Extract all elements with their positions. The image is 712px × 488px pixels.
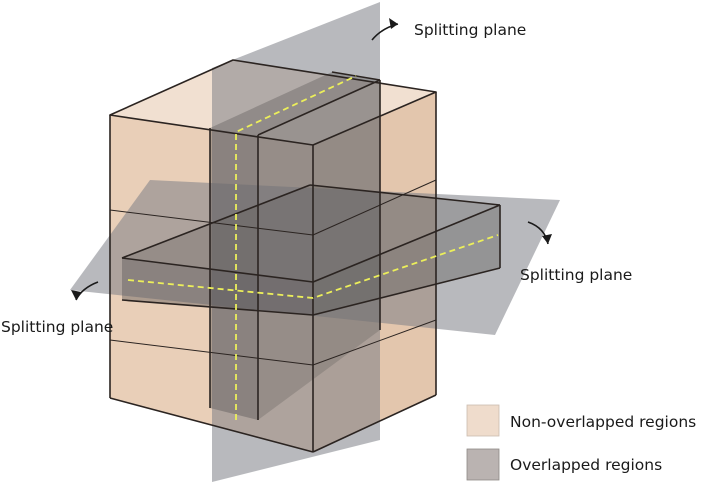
horizontal-overlap-slab-right [313, 205, 500, 315]
vertical-overlap-slab-right [258, 80, 380, 420]
plane-seams [127, 75, 499, 420]
legend-swatch-overlapped [466, 448, 500, 481]
splitting-plane-label-right: Splitting plane [520, 266, 632, 284]
legend-label-overlapped: Overlapped regions [510, 456, 662, 474]
legend: Non-overlapped regions Overlapped region… [466, 404, 696, 481]
arrowhead-left [71, 290, 81, 300]
horizontal-overlap-slab-top [122, 185, 500, 282]
legend-swatch-non-overlapped [466, 404, 500, 437]
horizontal-overlap-slab [122, 258, 313, 315]
horizontal-seam [127, 234, 499, 299]
vertical-overlap-slab [210, 128, 258, 420]
arrowhead-top [389, 18, 398, 29]
arrowheads [71, 18, 552, 300]
splitting-plane-label-top: Splitting plane [414, 21, 526, 39]
horizontal-splitting-plane [70, 180, 560, 335]
box-edges [109, 59, 501, 453]
splitting-plane-label-left: Splitting plane [1, 318, 113, 336]
vertical-seam [235, 75, 357, 420]
legend-label-non-overlapped: Non-overlapped regions [510, 413, 696, 431]
arrowhead-right [542, 234, 552, 244]
